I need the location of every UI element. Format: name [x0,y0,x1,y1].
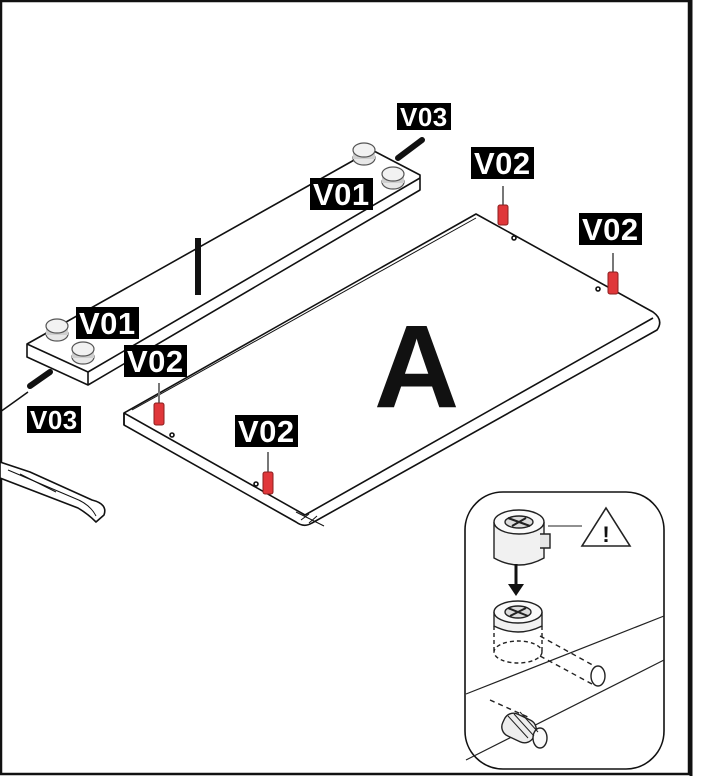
label-v03-left: V03 [27,406,81,433]
warning-symbol: ! [602,522,609,547]
cam-dowel-icon [465,600,665,761]
label-v02-top-right: V02 [579,213,642,245]
label-v02-bottom: V02 [235,415,298,447]
dowel-v03-top [395,137,425,161]
label-v03-top: V03 [397,103,451,130]
dowel-v03-left [27,369,53,389]
label-v01-left: V01 [76,307,139,339]
dowel-v02-top-left [497,186,509,226]
cam-lock-v01-top-b [381,166,405,190]
cam-lock-v01-left-a [45,318,69,342]
cam-lock-icon [493,509,551,566]
leader-line [0,391,29,413]
arrow-down-icon [508,564,524,596]
panel-a [123,213,661,527]
label-v02-top-left: V02 [471,147,534,179]
warning-triangle-icon [548,506,632,547]
label-v02-left: V02 [124,345,187,377]
dowel-v02-left [153,383,165,426]
dowel-v02-top-right [607,253,619,295]
cam-lock-v01-left-b [71,341,95,365]
tool-handle [0,461,106,523]
label-v01-top: V01 [310,178,373,210]
dowel-v02-bottom [262,452,274,495]
panel-letter: A [374,301,460,433]
cam-lock-v01-top-a [352,142,376,166]
